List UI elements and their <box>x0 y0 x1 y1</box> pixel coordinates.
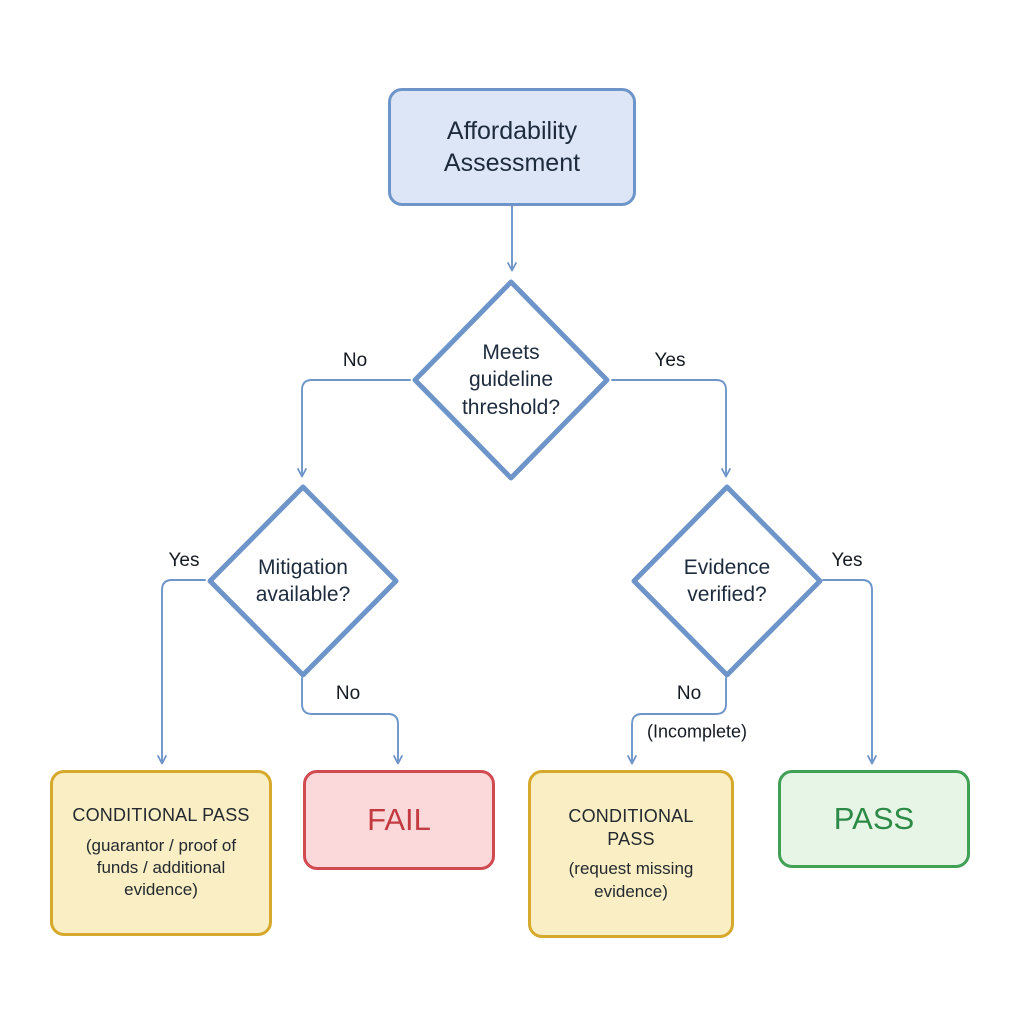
edge-label-evidence-no: No <box>676 683 702 704</box>
node-evidence-verified[interactable]: Evidence verified? <box>629 482 825 680</box>
outcome-title: FAIL <box>367 802 431 837</box>
diamond-shape <box>629 482 825 680</box>
outcome-title: CONDITIONAL PASS <box>568 805 694 850</box>
outcome-title: PASS <box>833 801 915 836</box>
node-outcome-pass[interactable]: PASS <box>778 770 970 868</box>
node-affordability-assessment[interactable]: Affordability Assessment <box>388 88 636 206</box>
edge-mitigation-yes <box>157 579 206 765</box>
edge-label-mitigation-no: No <box>335 683 361 704</box>
outcome-title: CONDITIONAL PASS <box>72 805 250 826</box>
diamond-shape <box>410 277 612 483</box>
node-outcome-conditional-pass-left[interactable]: CONDITIONAL PASS (guarantor / proof of f… <box>50 770 272 936</box>
edge-label-threshold-no: No <box>342 350 368 371</box>
edge-label-threshold-yes: Yes <box>654 350 686 371</box>
edge-threshold-no <box>297 379 411 478</box>
diamond-shape <box>205 482 401 680</box>
edge-evidence-yes <box>822 579 877 765</box>
start-label-line1: Affordability <box>446 117 578 145</box>
edge-mitigation-no <box>301 677 403 765</box>
edge-evidence-no <box>627 677 727 765</box>
edge-label-evidence-yes: Yes <box>831 550 863 571</box>
outcome-subtitle: (request missing evidence) <box>568 859 694 901</box>
edge-label-evidence-no-note: (Incomplete) <box>646 721 748 742</box>
edge-threshold-yes <box>611 379 731 478</box>
node-outcome-fail[interactable]: FAIL <box>303 770 495 870</box>
start-label-line2: Assessment <box>443 149 581 177</box>
edge-label-mitigation-yes: Yes <box>168 550 200 571</box>
node-meets-guideline-threshold[interactable]: Meets guideline threshold? <box>410 277 612 483</box>
node-mitigation-available[interactable]: Mitigation available? <box>205 482 401 680</box>
node-outcome-conditional-pass-right[interactable]: CONDITIONAL PASS (request missing eviden… <box>528 770 734 938</box>
outcome-subtitle: (guarantor / proof of funds / additional… <box>85 835 237 900</box>
